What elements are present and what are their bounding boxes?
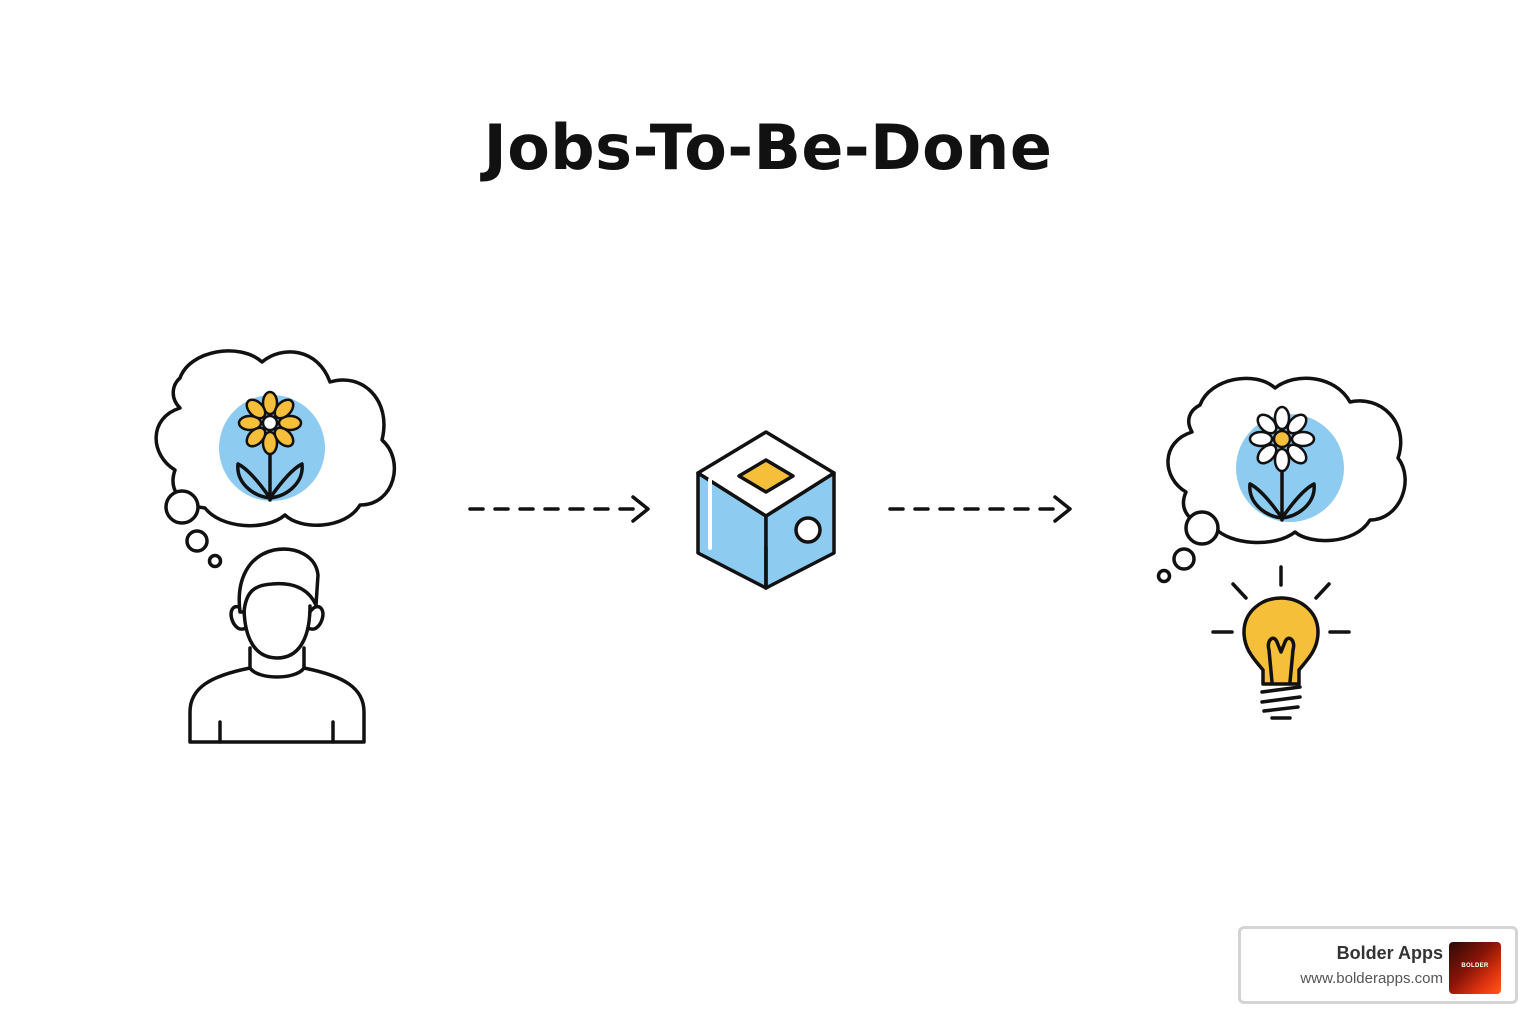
lightbulb-idea-icon [1211, 565, 1351, 720]
customer-node [154, 349, 397, 744]
bolder-logo-text: BOLDER [1461, 963, 1489, 969]
flow-arrow-1 [468, 495, 650, 523]
bolder-logo-icon: BOLDER [1449, 942, 1501, 994]
watermark-url[interactable]: www.bolderapps.com [1300, 970, 1443, 987]
flow-arrow-2 [888, 495, 1072, 523]
page-title: Jobs-To-Be-Done [483, 111, 1053, 184]
flower-icon [1236, 405, 1344, 522]
outcome-node [1156, 376, 1407, 720]
person-icon [188, 547, 366, 744]
watermark-brand-name: Bolder Apps [1336, 943, 1443, 963]
product-box-icon [696, 430, 836, 590]
watermark-badge[interactable]: Bolder Apps www.bolderapps.com BOLDER [1238, 926, 1518, 1004]
flower-icon [219, 390, 325, 502]
